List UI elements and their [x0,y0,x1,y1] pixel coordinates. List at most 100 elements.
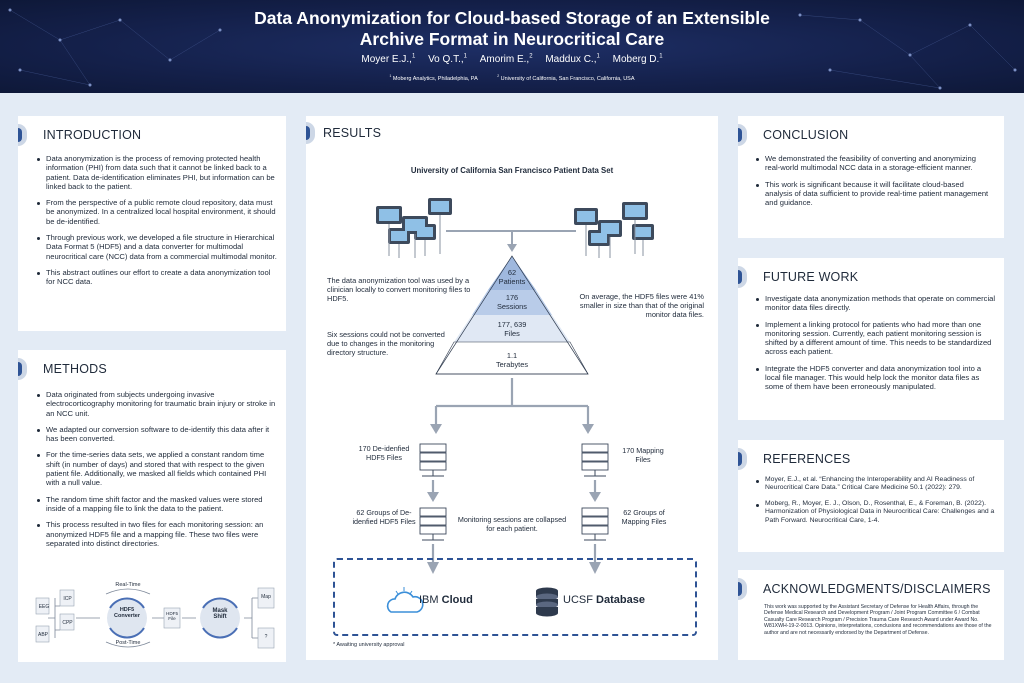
server-icon-right-top [581,443,609,477]
panel-header: RESULTS [306,120,381,146]
future-work-panel: FUTURE WORK Investigate data anonymizati… [738,258,1004,420]
section-title: ACKNOWLEDGMENTS/DISCLAIMERS [763,582,991,596]
section-tab-icon [738,124,747,146]
list-item: We demonstrated the feasibility of conve… [756,154,992,173]
affiliation: 1 Moberg Analytics, Philadelphia, PA [389,74,478,82]
abp-file-icon [35,625,50,643]
section-tab-icon [738,266,747,288]
list-item: For the time-series data sets, we applie… [37,450,280,487]
bullet-list: Investigate data anonymization methods t… [756,294,998,399]
hdf5-file-icon [163,607,181,629]
bullet-list: Data originated from subjects undergoing… [37,390,280,555]
list-item: The random time shift factor and the mas… [37,495,280,514]
panel-header: INTRODUCTION [18,122,141,148]
list-item: Data originated from subjects undergoing… [37,390,280,418]
author: Moyer E.J.,1 [361,54,416,66]
affiliation: 2 University of California, San Francisc… [497,74,635,82]
section-title: CONCLUSION [763,128,849,142]
conclusion-panel: CONCLUSION We demonstrated the feasibili… [738,116,1004,238]
map-file-icon [257,587,275,609]
approval-note: * Awaiting university approval [333,642,405,648]
section-tab-icon [18,358,27,380]
file-label: HDF5 File [166,611,178,621]
section-tab-icon [738,578,747,600]
server-icon-left-bottom [419,507,447,541]
unknown-file-icon [257,627,275,649]
server-icon-right-bottom [581,507,609,541]
title-line-1: Data Anonymization for Cloud-based Stora… [254,8,770,28]
acknowledgments-panel: ACKNOWLEDGMENTS/DISCLAIMERS This work wa… [738,570,1004,660]
author: Maddux C.,1 [545,54,600,66]
reference-item: Moyer, E.J., et al. “Enhancing the Inter… [756,476,998,493]
mapping-files-label: 170 Mapping Files [622,446,664,464]
bullet-list: We demonstrated the feasibility of conve… [756,154,992,214]
ucsf-database-label: UCSF Database [563,594,645,606]
panel-header: METHODS [18,356,107,382]
list-item: Integrate the HDF5 converter and data an… [756,364,998,392]
pyramid-level-sessions [472,290,552,315]
list-item: Data anonymization is the process of rem… [37,154,277,191]
author: Moberg D.1 [612,54,663,66]
results-panel: RESULTS University of California San Fra… [306,116,718,660]
section-title: FUTURE WORK [763,270,859,284]
section-tab-icon [18,124,27,146]
reference-list: Moyer, E.J., et al. “Enhancing the Inter… [756,476,998,532]
abp-label: ABP [37,632,48,638]
list-item: This process resulted in two files for e… [37,520,280,548]
storage-destinations-box [333,558,697,636]
methods-panel: METHODS Data originated from subjects un… [18,350,286,662]
ibm-cloud-label: IBM Cloud [419,594,473,606]
icp-label: ICP [63,596,72,602]
list-item: Through previous work, we developed a fi… [37,233,277,261]
posttime-label: Post-Time [115,640,141,646]
bullet-list: Data anonymization is the process of rem… [37,154,277,294]
introduction-panel: INTRODUCTION Data anonymization is the p… [18,116,286,331]
panel-header: CONCLUSION [738,122,848,148]
list-item: Implement a linking protocol for patient… [756,320,998,357]
list-item: We adapted our conversion software to de… [37,425,280,444]
section-title: INTRODUCTION [43,128,142,142]
affiliation-list: 1 Moberg Analytics, Philadelphia, PA 2 U… [0,74,1024,82]
deidentified-files-label: 170 De-idenfied HDF5 Files [358,444,410,462]
mapping-groups-label: 62 Groups of Mapping Files [621,508,667,526]
panel-header: FUTURE WORK [738,264,858,290]
list-item: Investigate data anonymization methods t… [756,294,998,313]
poster-header: Data Anonymization for Cloud-based Stora… [0,0,1024,93]
database-icon [536,587,558,617]
pyramid-level-files [454,315,570,342]
poster-title: Data Anonymization for Cloud-based Stora… [0,8,1024,50]
icp-file-icon [59,589,75,607]
results-text-size: On average, the HDF5 files were 41% smal… [579,292,704,319]
converter-label: HDF5 Converter [114,607,140,619]
acknowledgments-text: This work was supported by the Assistant… [764,604,992,636]
unknown-label: ? [264,634,268,640]
realtime-label: Real-Time [115,582,141,588]
reference-item: Moberg, R., Moyer, E. J., Olson, D., Ros… [756,500,998,525]
ibm-cloud-icon [386,587,424,613]
map-label: Map [261,594,271,600]
converter-gear-icon [107,598,147,638]
eeg-label: EEG [38,604,50,610]
mask-label: Mask Shift [212,608,228,620]
section-title: REFERENCES [763,452,851,466]
list-item: This abstract outlines our effort to cre… [37,268,277,287]
panel-header: ACKNOWLEDGMENTS/DISCLAIMERS [738,576,991,602]
methods-diagram [35,587,275,649]
eeg-file-icon [35,597,50,615]
results-text-sessions: Six sessions could not be converted due … [327,330,445,357]
results-graphic [376,198,654,617]
title-line-2: Archive Format in Neurocritical Care [359,29,665,49]
monitor-cluster-left-icon [376,198,452,258]
monitor-cluster-right-icon [574,202,654,258]
section-title: METHODS [43,362,107,376]
pyramid-level-patients [488,256,536,290]
server-icon-left-top [419,443,447,477]
network-background [8,8,1017,90]
results-text-tool: The data anonymization tool was used by … [327,276,471,303]
deidentified-groups-label: 62 Groups of De-idenfied HDF5 Files [352,508,416,526]
collapse-note: Monitoring sessions are collapsed for ea… [457,515,567,533]
